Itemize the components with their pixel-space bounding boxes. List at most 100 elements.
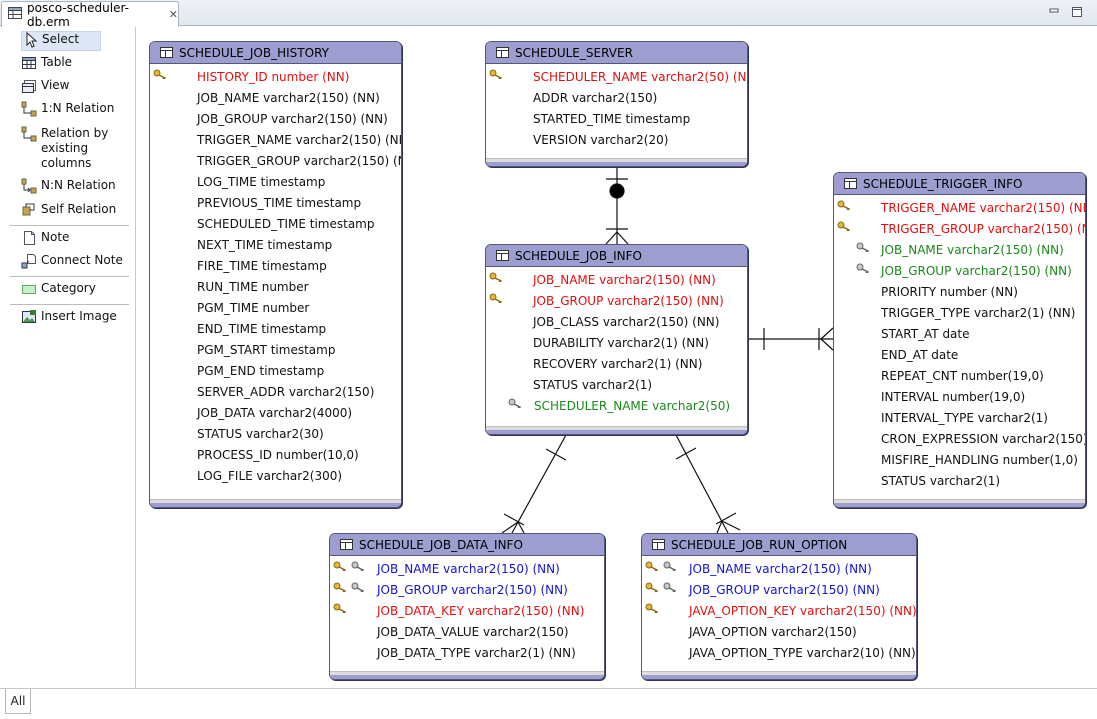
table-column-row[interactable]: JOB_NAME varchar2(150) (NN) xyxy=(150,88,401,109)
palette-table[interactable]: Table xyxy=(21,55,72,75)
relation-jobinfo-runoption[interactable] xyxy=(675,434,741,534)
relation-jobinfo-datainfo[interactable] xyxy=(501,434,567,534)
table-column-row[interactable]: JOB_NAME varchar2(150) (NN) xyxy=(834,240,1085,261)
relation-server-jobinfo[interactable] xyxy=(605,167,629,245)
table-column-row[interactable]: JOB_NAME varchar2(150) (NN) xyxy=(330,559,604,580)
table-column-row[interactable]: STATUS varchar2(1) xyxy=(486,375,747,396)
table-column-row[interactable]: PGM_START timestamp xyxy=(150,340,401,361)
table-icon xyxy=(21,55,37,71)
table-column-row[interactable]: JOB_DATA_VALUE varchar2(150) xyxy=(330,622,604,643)
palette-category[interactable]: Category xyxy=(21,281,96,301)
palette-insert-image[interactable]: Insert Image xyxy=(21,309,117,329)
table-column-row[interactable]: END_AT date xyxy=(834,345,1085,366)
table-name: SCHEDULE_TRIGGER_INFO xyxy=(863,176,1023,191)
table-column-row[interactable]: JOB_GROUP varchar2(150) (NN) xyxy=(330,580,604,601)
table-column-row[interactable]: SCHEDULER_NAME varchar2(50) (NN) xyxy=(486,67,747,88)
table-column-row[interactable]: JOB_NAME varchar2(150) (NN) xyxy=(642,559,916,580)
table-column-row[interactable]: STATUS varchar2(30) xyxy=(150,424,401,445)
tab-all[interactable]: All xyxy=(5,689,31,714)
table-header[interactable]: SCHEDULE_JOB_DATA_INFO xyxy=(330,534,604,556)
table-header[interactable]: SCHEDULE_TRIGGER_INFO xyxy=(834,173,1085,195)
table-column-row[interactable]: TRIGGER_GROUP varchar2(150) (NN) xyxy=(834,219,1085,240)
table-column-row[interactable]: JOB_GROUP varchar2(150) (NN) xyxy=(642,580,916,601)
table-schedule-job-data-info[interactable]: SCHEDULE_JOB_DATA_INFO JOB_NAME varchar2(… xyxy=(329,533,605,680)
palette-select[interactable]: Select xyxy=(21,31,101,51)
table-column-row[interactable]: JOB_GROUP varchar2(150) (NN) xyxy=(834,261,1085,282)
table-column-row[interactable]: INTERVAL_TYPE varchar2(1) xyxy=(834,408,1085,429)
table-column-row[interactable]: SCHEDULED_TIME timestamp xyxy=(150,214,401,235)
maximize-icon[interactable] xyxy=(1071,6,1083,18)
table-column-row[interactable]: TRIGGER_NAME varchar2(150) (NN) xyxy=(834,198,1085,219)
palette-one-to-many[interactable]: 1:N Relation xyxy=(21,101,114,121)
column-text: PROCESS_ID number(10,0) xyxy=(197,448,359,462)
table-schedule-job-info[interactable]: SCHEDULE_JOB_INFO JOB_NAME varchar2(150) … xyxy=(485,244,748,435)
table-column-row[interactable]: NEXT_TIME timestamp xyxy=(150,235,401,256)
table-schedule-job-history[interactable]: SCHEDULE_JOB_HISTORY HISTORY_ID number (N… xyxy=(149,41,402,508)
table-column-row[interactable]: FIRE_TIME timestamp xyxy=(150,256,401,277)
table-column-row[interactable]: JOB_DATA varchar2(4000) xyxy=(150,403,401,424)
table-column-row[interactable]: STARTED_TIME timestamp xyxy=(486,109,747,130)
table-column-row[interactable]: SCHEDULER_NAME varchar2(50) xyxy=(486,396,747,417)
palette-connect-note[interactable]: Connect Note xyxy=(21,253,123,273)
primary-foreign-key-icon xyxy=(333,582,365,592)
table-header[interactable]: SCHEDULE_JOB_INFO xyxy=(486,245,747,267)
table-column-row[interactable]: RECOVERY varchar2(1) (NN) xyxy=(486,354,747,375)
table-column-row[interactable]: PROCESS_ID number(10,0) xyxy=(150,445,401,466)
table-column-row[interactable]: JOB_NAME varchar2(150) (NN) xyxy=(486,270,747,291)
foreign-key-icon xyxy=(508,398,522,408)
table-column-row[interactable]: STATUS varchar2(1) xyxy=(834,471,1085,492)
table-column-row[interactable]: TRIGGER_GROUP varchar2(150) (NN) xyxy=(150,151,401,172)
column-text: JOB_NAME varchar2(150) (NN) xyxy=(377,562,560,576)
palette-note[interactable]: Note xyxy=(21,230,69,250)
table-column-row[interactable]: JAVA_OPTION_TYPE varchar2(10) (NN) xyxy=(642,643,916,664)
table-schedule-trigger-info[interactable]: SCHEDULE_TRIGGER_INFO TRIGGER_NAME varcha… xyxy=(833,172,1086,508)
table-column-row[interactable]: MISFIRE_HANDLING number(1,0) xyxy=(834,450,1085,471)
table-column-row[interactable]: START_AT date xyxy=(834,324,1085,345)
table-column-row[interactable]: PREVIOUS_TIME timestamp xyxy=(150,193,401,214)
table-column-row[interactable]: END_TIME timestamp xyxy=(150,319,401,340)
palette-view[interactable]: View xyxy=(21,78,69,98)
table-column-row[interactable]: LOG_FILE varchar2(300) xyxy=(150,466,401,487)
table-column-row[interactable]: PGM_END timestamp xyxy=(150,361,401,382)
table-header[interactable]: SCHEDULE_SERVER xyxy=(486,42,747,64)
table-column-row[interactable]: JOB_GROUP varchar2(150) (NN) xyxy=(150,109,401,130)
column-text: JOB_GROUP varchar2(150) (NN) xyxy=(881,264,1072,278)
table-column-row[interactable]: VERSION varchar2(20) xyxy=(486,130,747,151)
table-column-row[interactable]: RUN_TIME number xyxy=(150,277,401,298)
column-text: SERVER_ADDR varchar2(150) xyxy=(197,385,375,399)
minimize-icon[interactable] xyxy=(1048,6,1060,18)
table-schedule-job-run-option[interactable]: SCHEDULE_JOB_RUN_OPTION JOB_NAME varchar2… xyxy=(641,533,917,680)
table-column-row[interactable]: CRON_EXPRESSION varchar2(150) xyxy=(834,429,1085,450)
table-column-row[interactable]: JOB_GROUP varchar2(150) (NN) xyxy=(486,291,747,312)
table-column-row[interactable]: SERVER_ADDR varchar2(150) xyxy=(150,382,401,403)
table-column-row[interactable]: PGM_TIME number xyxy=(150,298,401,319)
column-text: JOB_NAME varchar2(150) (NN) xyxy=(881,243,1064,257)
table-column-row[interactable]: JAVA_OPTION_KEY varchar2(150) (NN) xyxy=(642,601,916,622)
table-column-row[interactable]: REPEAT_CNT number(19,0) xyxy=(834,366,1085,387)
table-column-row[interactable]: DURABILITY varchar2(1) (NN) xyxy=(486,333,747,354)
table-column-row[interactable]: HISTORY_ID number (NN) xyxy=(150,67,401,88)
editor-tab[interactable]: posco-scheduler-db.erm ✕ xyxy=(1,1,179,29)
palette-many-to-many[interactable]: N:N Relation xyxy=(21,178,116,198)
table-column-row[interactable]: TRIGGER_TYPE varchar2(1) (NN) xyxy=(834,303,1085,324)
table-column-row[interactable]: JOB_DATA_TYPE varchar2(1) (NN) xyxy=(330,643,604,664)
column-text: JOB_DATA_VALUE varchar2(150) xyxy=(377,625,569,639)
table-column-row[interactable]: TRIGGER_NAME varchar2(150) (NN) xyxy=(150,130,401,151)
table-column-row[interactable]: ADDR varchar2(150) xyxy=(486,88,747,109)
table-header[interactable]: SCHEDULE_JOB_RUN_OPTION xyxy=(642,534,916,556)
table-column-row[interactable]: JOB_CLASS varchar2(150) (NN) xyxy=(486,312,747,333)
table-column-row[interactable]: INTERVAL number(19,0) xyxy=(834,387,1085,408)
close-tab-icon[interactable]: ✕ xyxy=(168,8,178,21)
relation-jobinfo-trigger[interactable] xyxy=(749,327,834,351)
palette-self-relation[interactable]: Self Relation xyxy=(21,202,116,222)
foreign-key-icon xyxy=(856,263,870,273)
table-column-row[interactable]: JOB_DATA_KEY varchar2(150) (NN) xyxy=(330,601,604,622)
table-column-row[interactable]: JAVA_OPTION varchar2(150) xyxy=(642,622,916,643)
table-schedule-server[interactable]: SCHEDULE_SERVER SCHEDULER_NAME varchar2(5… xyxy=(485,41,748,167)
table-column-row[interactable]: PRIORITY number (NN) xyxy=(834,282,1085,303)
column-text: JOB_DATA_TYPE varchar2(1) (NN) xyxy=(377,646,576,660)
one-to-many-relation-icon xyxy=(21,101,37,117)
table-header[interactable]: SCHEDULE_JOB_HISTORY xyxy=(150,42,401,64)
table-column-row[interactable]: LOG_TIME timestamp xyxy=(150,172,401,193)
